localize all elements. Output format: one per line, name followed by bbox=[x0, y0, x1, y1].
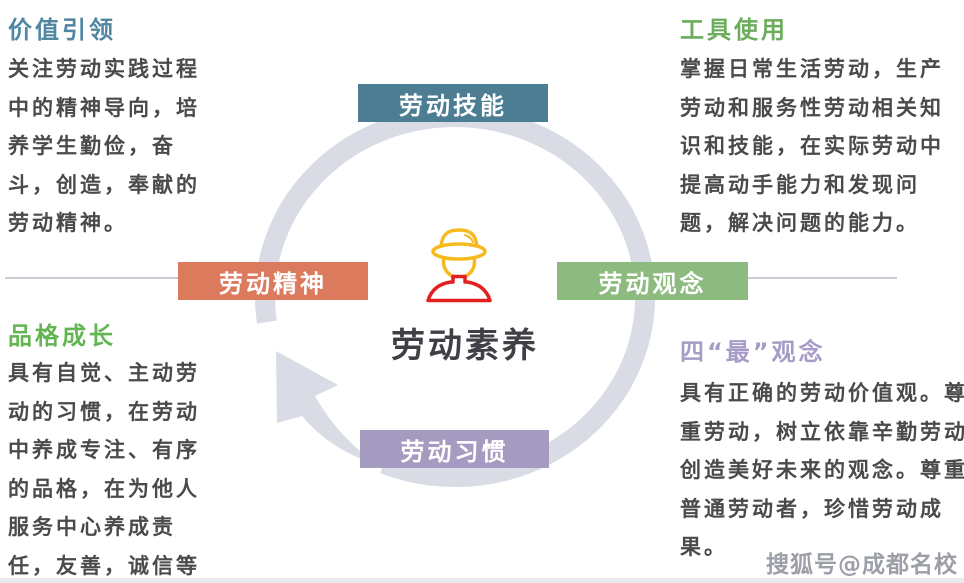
heading-tool-usage: 工具使用 bbox=[680, 16, 788, 44]
body-four-most-concepts: 具有正确的劳动价值观。尊重劳动，树立依靠辛勤劳动创造美好未来的观念。尊重普通劳动… bbox=[680, 381, 964, 559]
left-connector-line bbox=[5, 277, 178, 279]
node-label: 劳动习惯 bbox=[400, 437, 509, 466]
node-labor-habits: 劳动习惯 bbox=[360, 430, 549, 468]
right-connector-line bbox=[748, 277, 897, 279]
node-label: 劳动精神 bbox=[219, 269, 327, 298]
node-labor-concepts: 劳动观念 bbox=[557, 262, 748, 300]
node-label: 劳动观念 bbox=[598, 269, 707, 298]
node-labor-spirit: 劳动精神 bbox=[178, 262, 368, 300]
body-value-leading: 关注劳动实践过程中的精神导向，培养学生勤俭，奋斗，创造，奉献的劳动精神。 bbox=[8, 57, 200, 235]
node-label: 劳动技能 bbox=[399, 91, 507, 120]
watermark-sohu-account: 搜狐号@成都名校 bbox=[766, 552, 958, 578]
heading-character-growth: 品格成长 bbox=[8, 322, 116, 350]
center-title: 劳动素养 bbox=[391, 326, 539, 366]
heading-four-most-concepts: 四“最”观念 bbox=[680, 338, 826, 366]
body-character-growth: 具有自觉、主动劳动的习惯，在劳动中养成专注、有序的品格，在为他人服务中心养成责任… bbox=[8, 361, 200, 578]
farmer-hat-brim bbox=[431, 242, 487, 261]
farmer-icon bbox=[426, 228, 492, 303]
farmer-hat-detail bbox=[464, 234, 474, 243]
farmer-shoulders bbox=[426, 274, 492, 303]
body-tool-usage: 掌握日常生活劳动，生产劳动和服务性劳动相关知识和技能，在实际劳动中提高动手能力和… bbox=[680, 57, 944, 235]
heading-value-leading: 价值引领 bbox=[8, 16, 116, 44]
bottom-edge-strip bbox=[0, 578, 964, 583]
node-labor-skills: 劳动技能 bbox=[358, 84, 548, 122]
cycle-arrowhead-icon bbox=[276, 351, 380, 466]
